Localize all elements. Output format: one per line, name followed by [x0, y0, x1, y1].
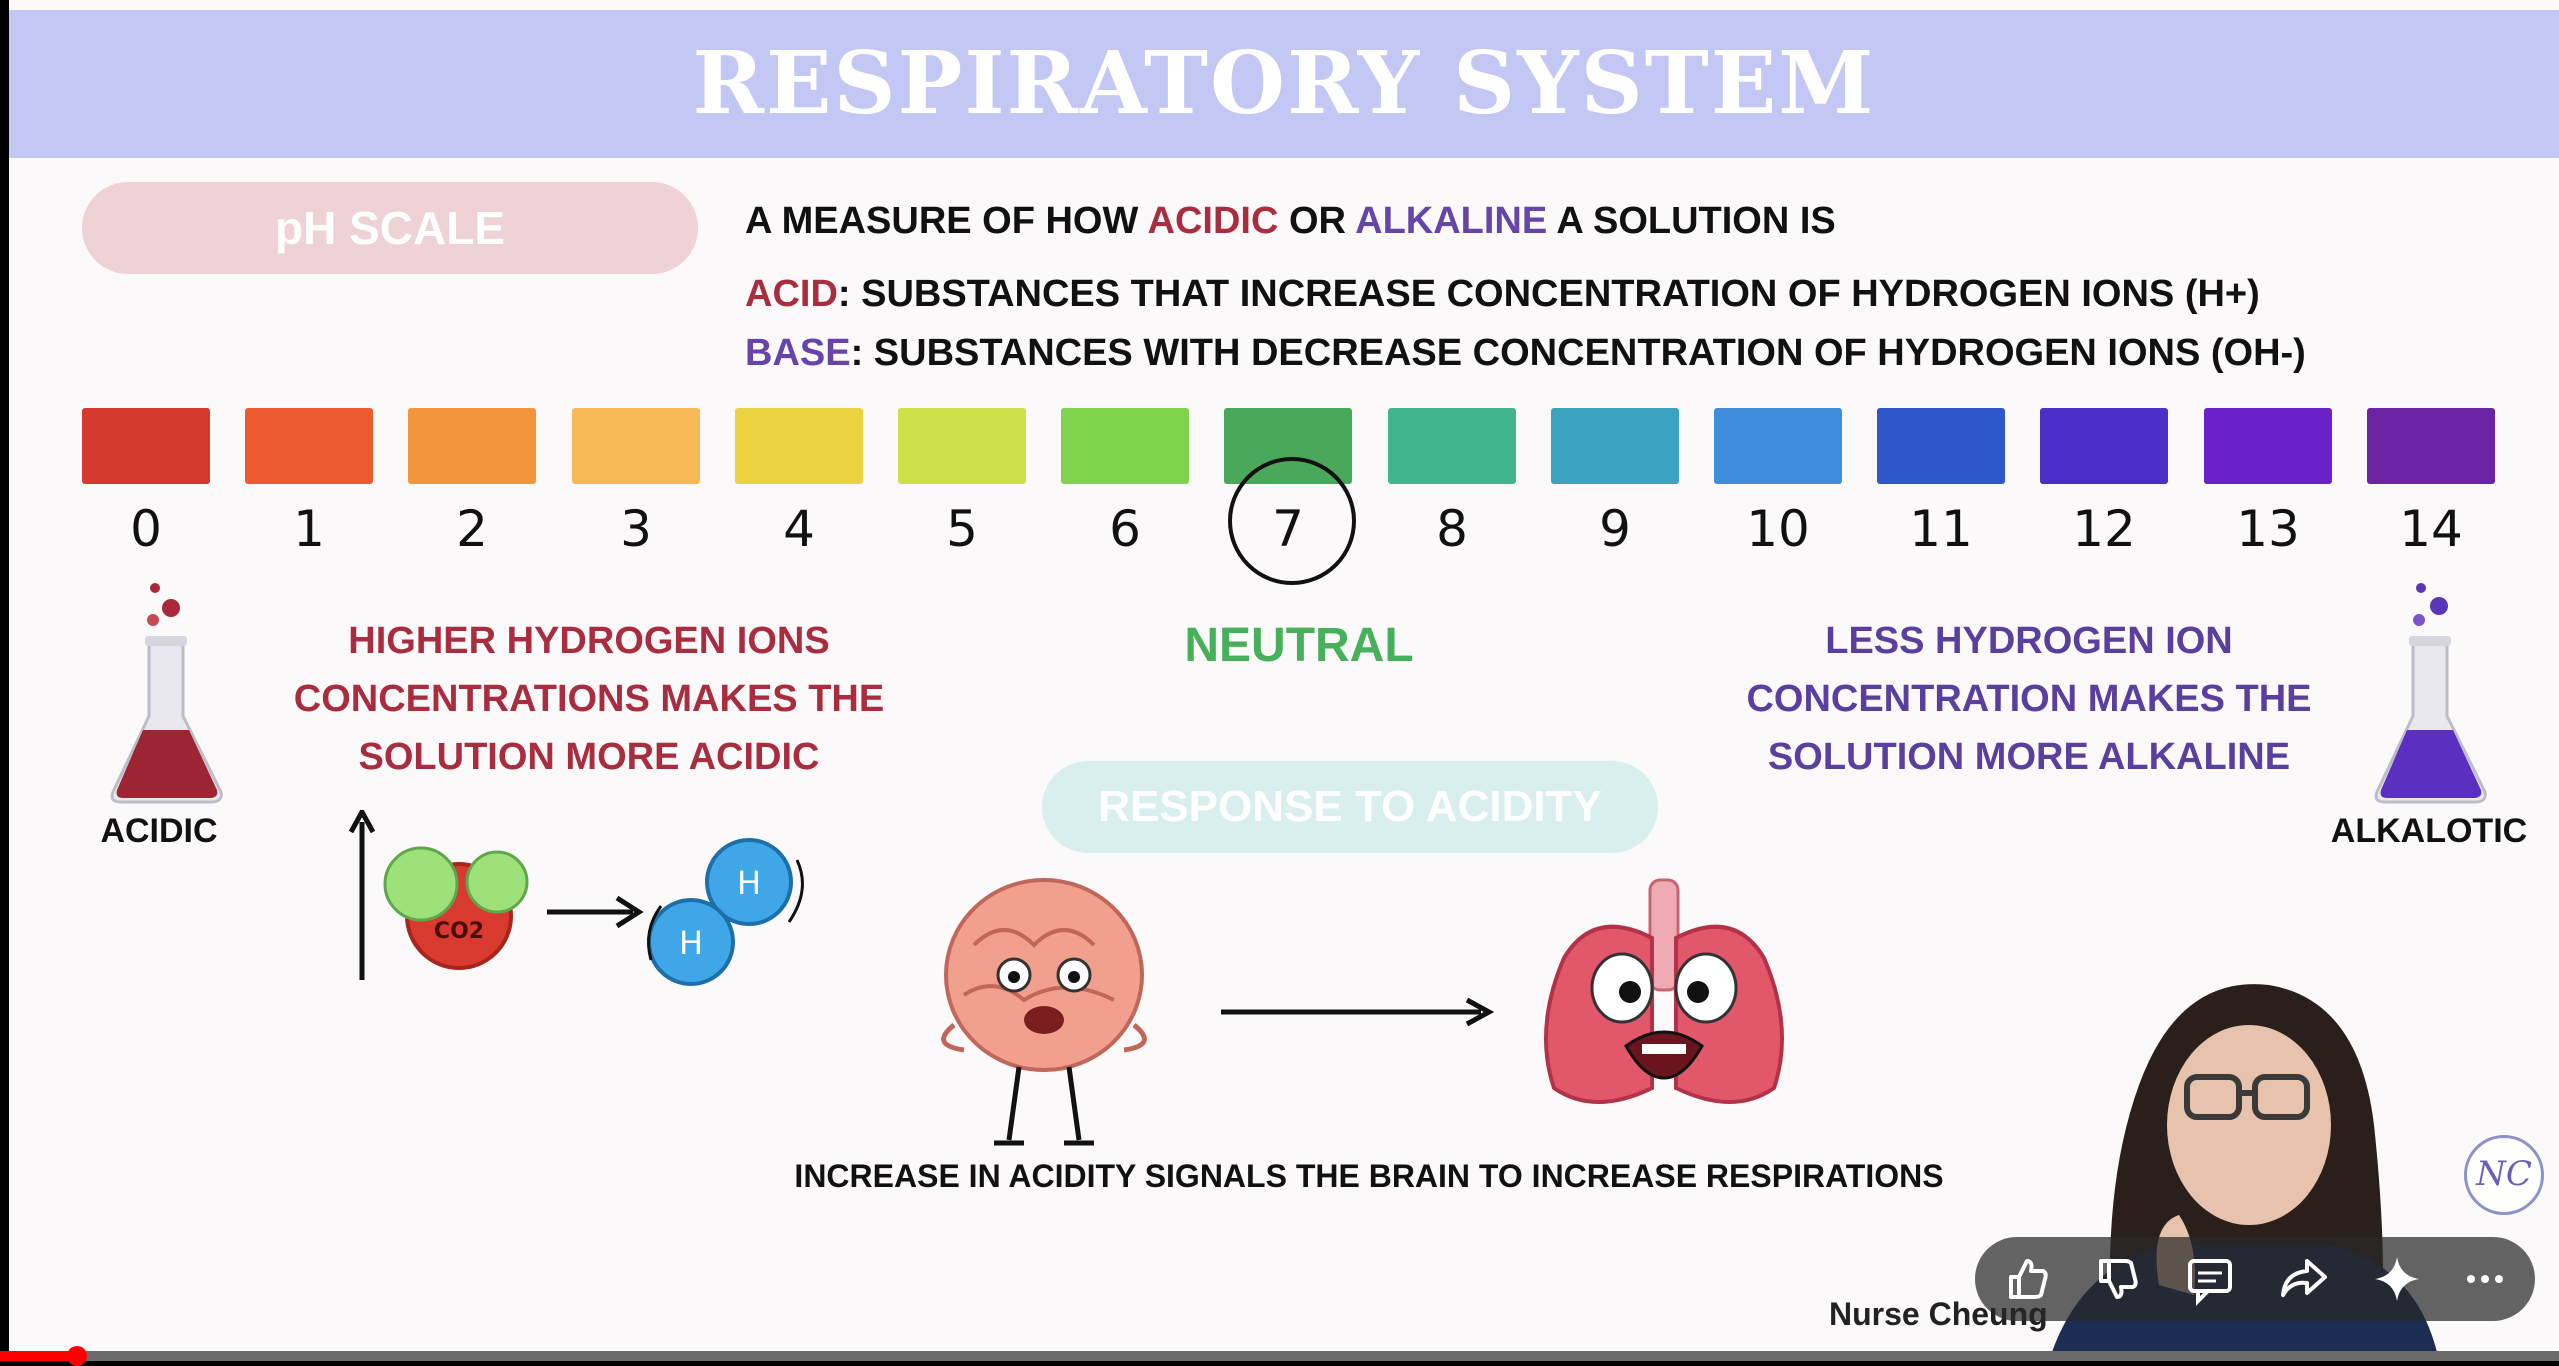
comment-icon[interactable] — [2180, 1249, 2240, 1309]
ph-swatch-11 — [1877, 408, 2005, 484]
neutral-label: NEUTRAL — [1184, 619, 1414, 672]
ph-swatch-8 — [1388, 408, 1516, 484]
ph-swatch-0 — [82, 408, 210, 484]
acidic-caption-line: HIGHER HYDROGEN IONS — [348, 620, 830, 662]
response-to-acidity-pill: RESPONSE TO ACIDITY — [1042, 761, 1658, 853]
ph-number-10: 10 — [1746, 500, 1810, 558]
sparkle-icon[interactable] — [2367, 1249, 2427, 1309]
alkaline-caption: LESS HYDROGEN ION CONCENTRATION MAKES TH… — [1729, 612, 2329, 786]
definition-post: A SOLUTION IS — [1547, 200, 1836, 242]
ph-scale-pill: pH SCALE — [82, 182, 698, 274]
ph-number-11: 11 — [1909, 500, 1973, 558]
video-action-toolbar — [1975, 1237, 2535, 1321]
ph-swatch-5 — [898, 408, 1026, 484]
co2-molecule-icon: CO2 — [383, 846, 529, 970]
acid-definition: ACID: SUBSTANCES THAT INCREASE CONCENTRA… — [745, 273, 2260, 316]
acid-term: ACID — [745, 273, 838, 315]
base-definition: BASE: SUBSTANCES WITH DECREASE CONCENTRA… — [745, 332, 2306, 375]
right-arrow-icon — [547, 895, 644, 929]
ph-number-3: 3 — [620, 500, 652, 558]
ph-swatch-12 — [2040, 408, 2168, 484]
alkaline-flask-icon — [2374, 583, 2487, 804]
ph-swatch-9 — [1551, 408, 1679, 484]
ph-swatch-6 — [1061, 408, 1189, 484]
ph-swatch-14 — [2367, 408, 2495, 484]
ph-number-5: 5 — [946, 500, 978, 558]
acidic-caption: HIGHER HYDROGEN IONS CONCENTRATIONS MAKE… — [289, 612, 889, 786]
lungs-character-icon — [1544, 878, 1784, 1104]
bottom-caption: INCREASE IN ACIDITY SIGNALS THE BRAIN TO… — [794, 1158, 1944, 1194]
channel-logo: NC — [2464, 1135, 2544, 1215]
title-band — [9, 10, 2559, 158]
ph-swatch-2 — [408, 408, 536, 484]
ph-number-14: 14 — [2399, 500, 2463, 558]
acidic-caption-line: SOLUTION MORE ACIDIC — [358, 736, 820, 778]
progress-scrubber[interactable] — [66, 1346, 87, 1366]
acidic-label: ACIDIC — [100, 812, 218, 850]
slide-title: RESPIRATORY SYSTEM — [692, 33, 1876, 134]
video-progress-bar[interactable] — [0, 1346, 2559, 1366]
base-term: BASE — [745, 332, 851, 374]
ph-swatch-1 — [245, 408, 373, 484]
more-icon[interactable] — [2455, 1249, 2515, 1309]
ph-number-8: 8 — [1436, 500, 1468, 558]
alkaline-caption-line: LESS HYDROGEN ION — [1825, 620, 2233, 662]
h-ion-text: H — [737, 864, 761, 902]
definition-pre: A MEASURE OF HOW — [745, 200, 1148, 242]
base-text: : SUBSTANCES WITH DECREASE CONCENTRATION… — [850, 332, 2306, 374]
alkaline-caption-line: CONCENTRATION MAKES THE — [1746, 678, 2312, 720]
neutral-circle — [1228, 457, 1356, 585]
progress-played — [0, 1351, 77, 1361]
definition-alkaline: ALKALINE — [1355, 200, 1548, 242]
ph-number-0: 0 — [130, 500, 162, 558]
dislike-icon[interactable] — [2087, 1249, 2147, 1309]
hydrogen-ions-icon: H H — [647, 838, 804, 986]
ph-number-12: 12 — [2072, 500, 2136, 558]
ph-swatch-4 — [735, 408, 863, 484]
ph-number-4: 4 — [783, 500, 815, 558]
alkaline-caption-line: SOLUTION MORE ALKALINE — [1767, 736, 2291, 778]
up-arrow-icon — [348, 810, 376, 980]
co2-text: CO2 — [434, 919, 484, 944]
alkalotic-label: ALKALOTIC — [2330, 812, 2528, 850]
ph-number-1: 1 — [293, 500, 325, 558]
ph-number-6: 6 — [1109, 500, 1141, 558]
ph-swatch-10 — [1714, 408, 1842, 484]
acidic-caption-line: CONCENTRATIONS MAKES THE — [293, 678, 885, 720]
share-icon[interactable] — [2273, 1249, 2333, 1309]
ph-swatch-3 — [572, 408, 700, 484]
ph-swatch-13 — [2204, 408, 2332, 484]
h-ion-text: H — [679, 924, 703, 962]
definition-mid: OR — [1278, 200, 1356, 242]
acidic-flask-icon — [110, 583, 223, 804]
long-arrow-icon — [1221, 997, 1494, 1027]
ph-number-13: 13 — [2236, 500, 2300, 558]
definition-line: A MEASURE OF HOW ACIDIC OR ALKALINE A SO… — [745, 200, 1836, 243]
brain-character-icon — [941, 878, 1147, 1146]
definition-acidic: ACIDIC — [1147, 200, 1279, 242]
ph-number-9: 9 — [1599, 500, 1631, 558]
like-icon[interactable] — [1997, 1249, 2057, 1309]
ph-number-2: 2 — [456, 500, 488, 558]
video-slide: RESPIRATORY SYSTEM pH SCALE A MEASURE OF… — [9, 0, 2559, 1361]
acid-text: : SUBSTANCES THAT INCREASE CONCENTRATION… — [837, 273, 2260, 315]
